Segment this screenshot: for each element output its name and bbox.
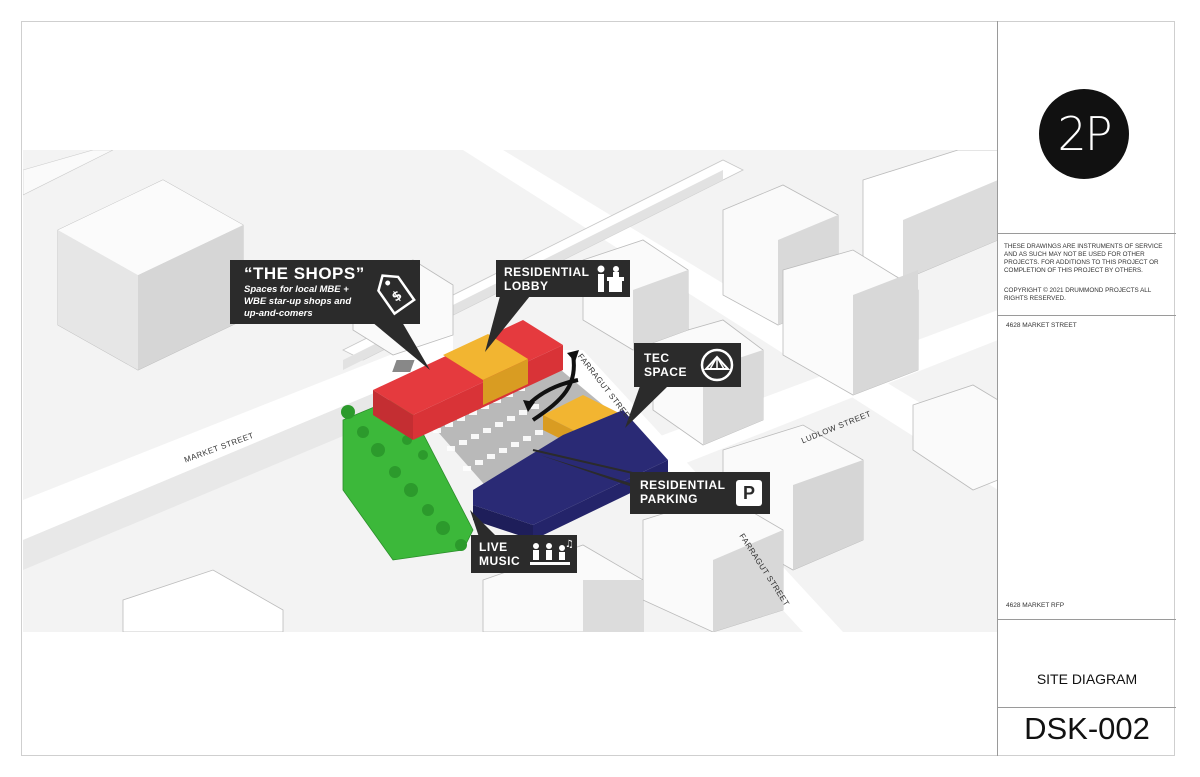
firm-logo: 2P [1039,89,1129,179]
reception-desk-icon [592,263,626,300]
shops-desc-line-3: up-and-comers [244,308,313,319]
svg-text:$: $ [389,288,405,305]
title-block: 2P THESE DRAWINGS ARE INSTRUMENTS OF SER… [997,21,1176,756]
project-name: 4628 MARKET RFP [1006,602,1065,609]
price-tag-icon: $ [372,268,416,321]
parking-label-line-2: PARKING [640,492,698,506]
logo-text: 2P [1057,107,1112,161]
callout-tec-space: TEC SPACE [634,343,741,387]
project-address: 4628 MARKET STREET [1006,322,1077,329]
title-block-divider [998,315,1176,316]
tec-label-line-1: TEC [644,351,670,365]
callout-the-shops: “THE SHOPS” Spaces for local MBE + WBE s… [230,260,420,324]
copyright-text: COPYRIGHT © 2021 DRUMMOND PROJECTS ALL R… [1004,287,1152,302]
shops-title: “THE SHOPS” [244,264,365,283]
title-block-divider [998,707,1176,708]
callout-residential-lobby: RESIDENTIAL LOBBY [496,260,630,297]
title-block-divider [998,619,1176,620]
site-render [23,150,998,632]
sheet-number: DSK-002 [1024,711,1150,746]
sheet-title: SITE DIAGRAM [1036,671,1138,687]
shops-desc-line-2: WBE star-up shops and [244,296,352,307]
parking-label-line-1: RESIDENTIAL [640,478,726,492]
drawing-sheet-border [21,21,1175,756]
site-massing-drawing [23,150,998,632]
lobby-label-line-1: RESIDENTIAL [504,265,590,279]
parking-sign-letter: P [742,482,755,503]
music-label-line-2: MUSIC [479,554,521,568]
fan-shell-icon [698,347,736,388]
parking-sign-icon: P [736,480,762,506]
lobby-label-line-2: LOBBY [504,279,549,293]
music-label-line-1: LIVE [479,540,508,554]
tec-label-line-2: SPACE [644,365,687,379]
disclaimer-text: THESE DRAWINGS ARE INSTRUMENTS OF SERVIC… [1004,243,1163,274]
musicians-icon: ♫ [527,538,575,575]
svg-text:♫: ♫ [565,539,574,550]
shops-desc-line-1: Spaces for local MBE + [244,284,349,295]
callout-residential-parking: RESIDENTIAL PARKING P [630,472,770,514]
title-block-divider [998,233,1176,234]
callout-live-music: LIVE MUSIC ♫ [471,535,577,573]
